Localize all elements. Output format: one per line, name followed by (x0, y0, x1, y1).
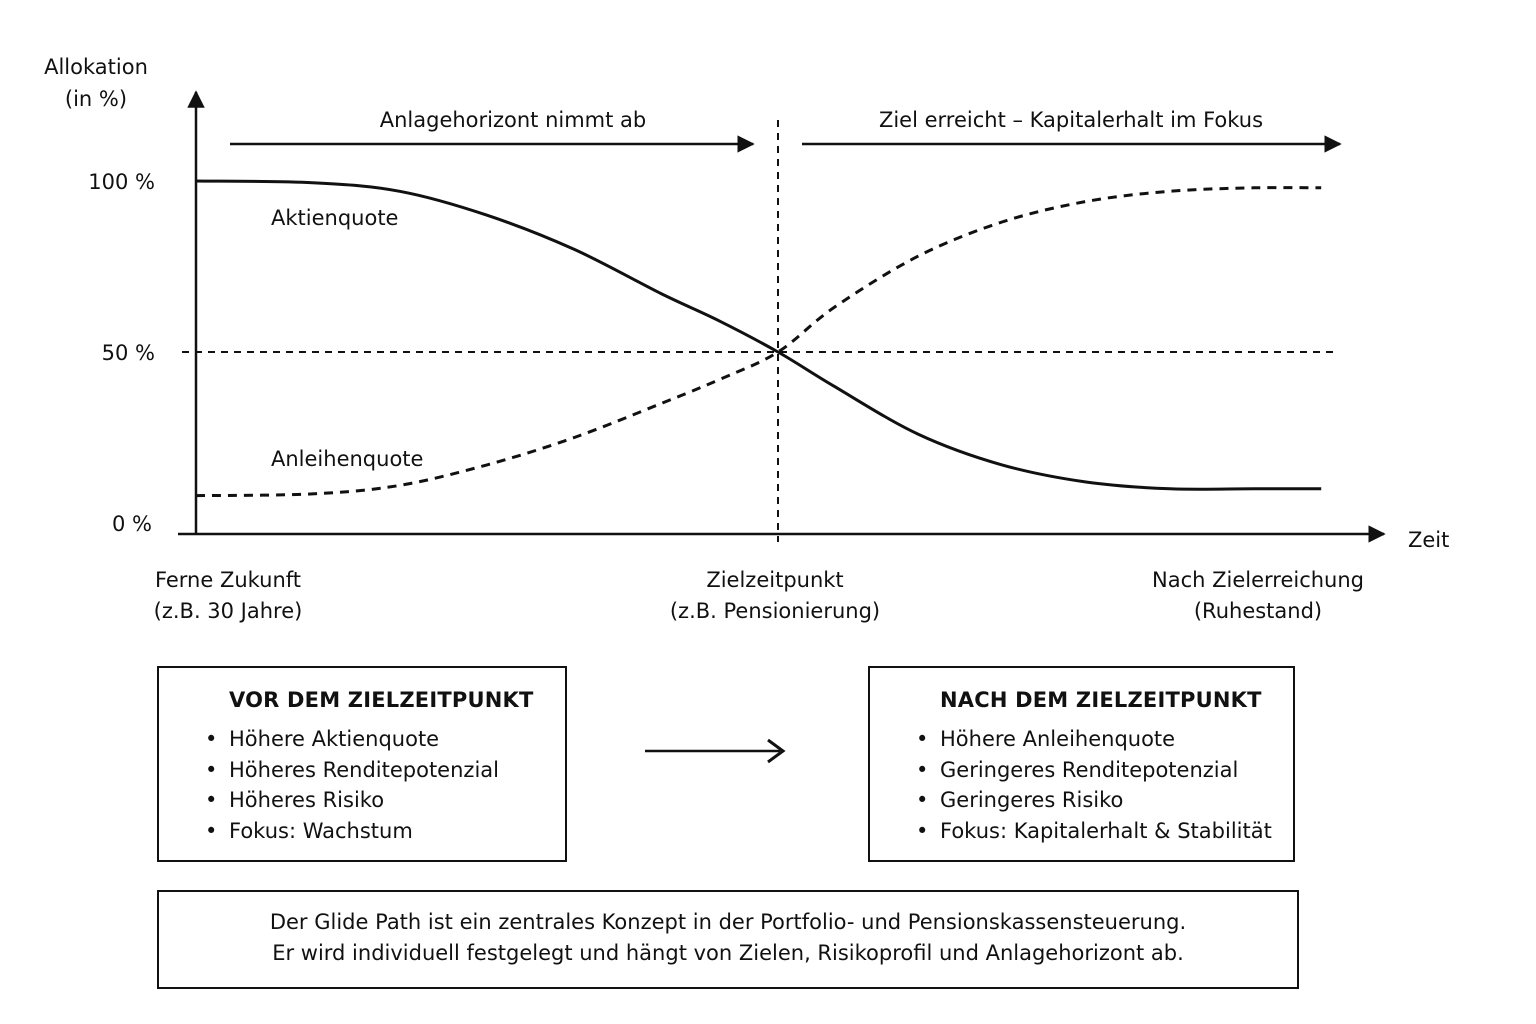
after-target-box: NACH DEM ZIELZEITPUNKT Höhere Anleihenqu… (868, 666, 1295, 862)
series-label-anleihenquote: Anleihenquote (271, 447, 423, 471)
note-box: Der Glide Path ist ein zentrales Konzept… (157, 890, 1299, 989)
y-tick-label-50: 50 % (102, 341, 155, 365)
y-tick-label-0: 0 % (112, 512, 152, 536)
series-line-aktienquote (195, 179, 1322, 491)
y-tick-label-100: 100 % (88, 170, 155, 194)
x-tick-label-target-line1: Zielzeitpunkt (706, 568, 843, 592)
before-target-title: VOR DEM ZIELZEITPUNKT (229, 688, 534, 712)
note-line-2: Er wird individuell festgelegt und hängt… (272, 941, 1184, 965)
before-target-box: VOR DEM ZIELZEITPUNKT Höhere Aktienquote… (157, 666, 567, 862)
series-line-anleihenquote (195, 186, 1322, 498)
y-axis-label-line2: (in %) (65, 87, 127, 111)
x-tick-label-after-line2: (Ruhestand) (1194, 599, 1322, 623)
list-item: Höheres Risiko (205, 785, 565, 816)
list-item: Höhere Aktienquote (205, 724, 565, 755)
list-item: Fokus: Wachstum (205, 816, 565, 847)
y-axis-label-line1: Allokation (44, 55, 148, 79)
glide-path-chart: Allokation (in %) Zeit Anlagehorizont ni… (44, 55, 1449, 623)
x-axis-label: Zeit (1408, 528, 1449, 552)
list-item: Geringeres Renditepotenzial (916, 755, 1293, 786)
before-target-list: Höhere Aktienquote Höheres Renditepotenz… (205, 724, 565, 846)
x-tick-label-after-line1: Nach Zielerreichung (1152, 568, 1364, 592)
phase-label-before: Anlagehorizont nimmt ab (380, 108, 647, 132)
x-tick-label-start-line2: (z.B. 30 Jahre) (154, 599, 303, 623)
x-tick-label-target-line2: (z.B. Pensionierung) (670, 599, 880, 623)
list-item: Fokus: Kapitalerhalt & Stabilität (916, 816, 1293, 847)
list-item: Höheres Renditepotenzial (205, 755, 565, 786)
series-label-aktienquote: Aktienquote (271, 206, 398, 230)
after-target-list: Höhere Anleihenquote Geringeres Renditep… (916, 724, 1293, 846)
phase-label-after: Ziel erreicht – Kapitalerhalt im Fokus (879, 108, 1263, 132)
right-arrow-icon (645, 738, 786, 764)
list-item: Geringeres Risiko (916, 785, 1293, 816)
note-line-1: Der Glide Path ist ein zentrales Konzept… (269, 910, 1187, 934)
x-tick-label-start-line1: Ferne Zukunft (155, 568, 301, 592)
after-target-title: NACH DEM ZIELZEITPUNKT (940, 688, 1262, 712)
list-item: Höhere Anleihenquote (916, 724, 1293, 755)
